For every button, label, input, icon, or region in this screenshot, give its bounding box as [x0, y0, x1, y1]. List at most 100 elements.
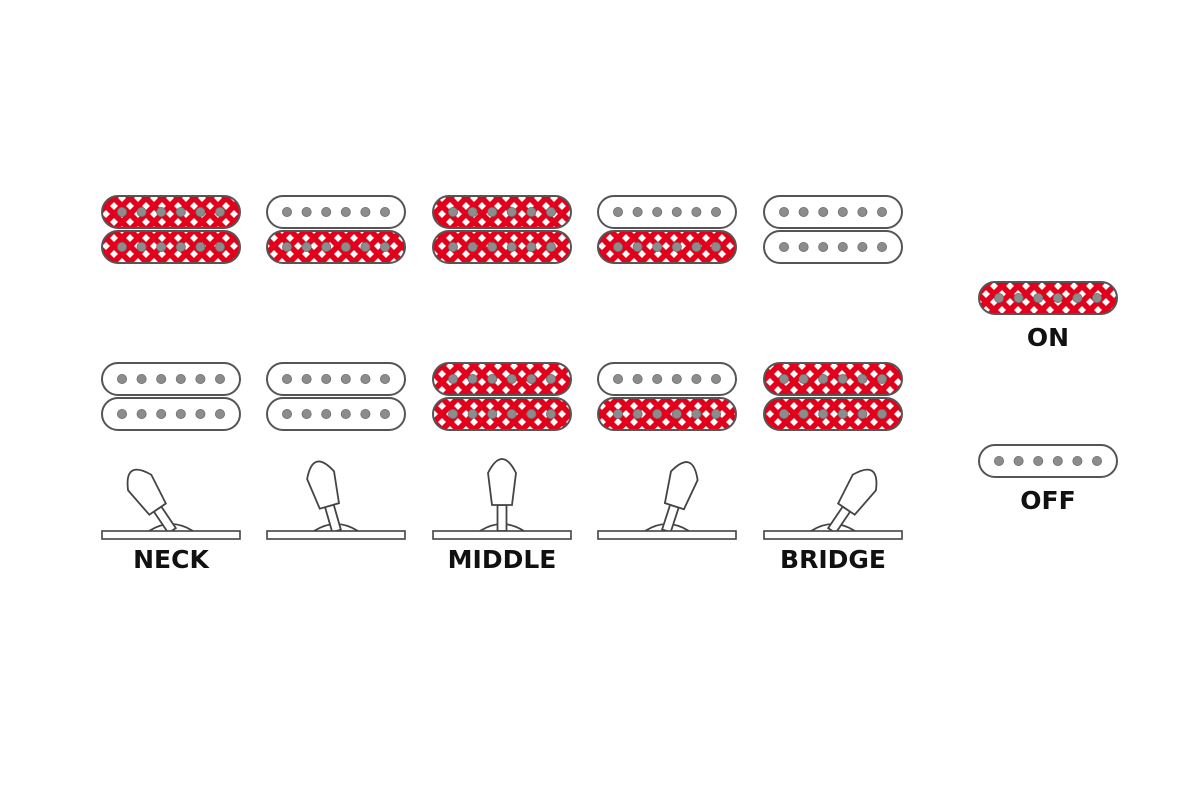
lever-arm: [487, 458, 517, 532]
lower-humbucker: [432, 362, 572, 431]
coil-body: [266, 230, 406, 264]
pole-piece: [877, 241, 888, 252]
pole-piece: [526, 373, 537, 384]
lever-tip: [306, 460, 341, 510]
pole-piece: [156, 408, 167, 419]
pole-piece: [711, 408, 722, 419]
pole-piece: [360, 206, 371, 217]
coil-body: [763, 195, 903, 229]
pole-piece: [117, 241, 128, 252]
pole-piece: [1092, 292, 1103, 303]
pole-piece: [652, 373, 663, 384]
coil-body: [101, 195, 241, 229]
pole-piece: [156, 373, 167, 384]
pole-piece: [818, 206, 829, 217]
pole-piece: [281, 206, 292, 217]
coil-body: [763, 397, 903, 431]
pole-piece: [1052, 292, 1063, 303]
switch-position-3: MIDDLE: [432, 195, 572, 574]
pole-piece: [156, 241, 167, 252]
pole-piece: [175, 241, 186, 252]
pole-piece: [195, 241, 206, 252]
switch-position-2: [266, 195, 406, 540]
pole-piece: [447, 408, 458, 419]
coil-body: [432, 362, 572, 396]
pole-piece: [175, 206, 186, 217]
switch-plate: [266, 530, 406, 540]
switch-plate: [432, 530, 572, 540]
pole-piece: [175, 408, 186, 419]
pole-piece: [837, 241, 848, 252]
pole-piece: [711, 241, 722, 252]
lower-humbucker: [763, 362, 903, 431]
pole-piece: [779, 206, 790, 217]
pole-piece: [175, 373, 186, 384]
pole-piece: [652, 241, 663, 252]
pole-piece: [652, 408, 663, 419]
pole-piece: [632, 373, 643, 384]
pole-piece: [837, 373, 848, 384]
pole-piece: [1052, 455, 1063, 466]
pole-piece: [301, 241, 312, 252]
pole-piece: [711, 206, 722, 217]
lever-tip: [126, 468, 168, 516]
coil-top: [597, 362, 737, 396]
coil-body: [266, 362, 406, 396]
pole-piece: [1013, 292, 1024, 303]
position-label: BRIDGE: [780, 545, 886, 574]
coil-bottom: [763, 397, 903, 431]
pole-piece: [837, 408, 848, 419]
switch-plate: [101, 530, 241, 540]
pole-piece: [546, 408, 557, 419]
pole-piece: [691, 408, 702, 419]
pole-piece: [779, 408, 790, 419]
pole-piece: [1013, 455, 1024, 466]
lever-tip: [663, 461, 699, 511]
coil-top: [763, 195, 903, 229]
pole-piece: [281, 408, 292, 419]
pole-piece: [711, 373, 722, 384]
pole-piece: [360, 241, 371, 252]
pole-piece: [798, 373, 809, 384]
pole-piece: [526, 206, 537, 217]
coil-top: [432, 195, 572, 229]
legend-off-label: OFF: [1020, 486, 1075, 515]
coil-top: [101, 362, 241, 396]
coil-body: [978, 281, 1118, 315]
upper-humbucker: [266, 195, 406, 264]
switch-plate: [763, 530, 903, 540]
coil-top: [597, 195, 737, 229]
coil-body: [597, 362, 737, 396]
pole-piece: [798, 408, 809, 419]
coil-top: [266, 362, 406, 396]
pole-piece: [671, 206, 682, 217]
pole-piece: [487, 408, 498, 419]
selector-lever: [266, 460, 406, 540]
pole-piece: [877, 408, 888, 419]
switch-position-4: [597, 195, 737, 540]
upper-humbucker: [101, 195, 241, 264]
coil-body: [101, 230, 241, 264]
coil-body: [432, 195, 572, 229]
legend-off-coil: [978, 444, 1118, 478]
pole-piece: [195, 408, 206, 419]
pole-piece: [447, 373, 458, 384]
pole-piece: [136, 373, 147, 384]
coil-top: [432, 362, 572, 396]
pole-piece: [214, 241, 225, 252]
pole-piece: [340, 408, 351, 419]
coil-bottom: [763, 230, 903, 264]
pole-piece: [671, 373, 682, 384]
pole-piece: [877, 206, 888, 217]
coil-body: [266, 195, 406, 229]
pole-piece: [360, 408, 371, 419]
pole-piece: [877, 373, 888, 384]
coil-bottom: [432, 397, 572, 431]
pole-piece: [340, 241, 351, 252]
pole-piece: [467, 408, 478, 419]
pole-piece: [1033, 455, 1044, 466]
selector-lever: [101, 468, 241, 540]
lower-humbucker: [597, 362, 737, 431]
selector-lever: [432, 458, 572, 540]
